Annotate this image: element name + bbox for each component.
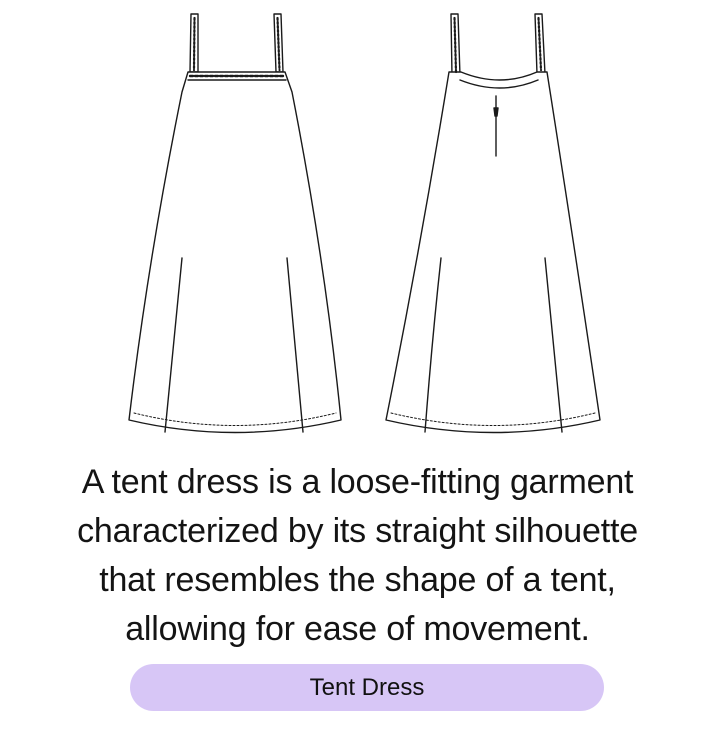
description-line: that resembles the shape of a tent, [99,561,616,599]
description-line: characterized by its straight silhouette [77,512,638,550]
back-seam-left [424,257,442,433]
description-line: A tent dress is a loose-fitting garment [81,463,634,501]
dress-front-view [128,13,342,434]
description-line: allowing for ease of movement. [125,610,590,648]
back-seam-right [544,257,563,433]
tent-dress-label: Tent Dress [309,673,425,701]
dress-back-view [385,13,601,434]
front-body [128,71,342,434]
description-text: A tent dress is a loose-fitting garment … [0,458,715,654]
front-seam-left [164,257,183,433]
back-body [385,71,601,434]
tent-dress-label-pill: Tent Dress [130,664,604,711]
front-seam-right [286,257,304,433]
tent-dress-illustration [128,13,601,434]
